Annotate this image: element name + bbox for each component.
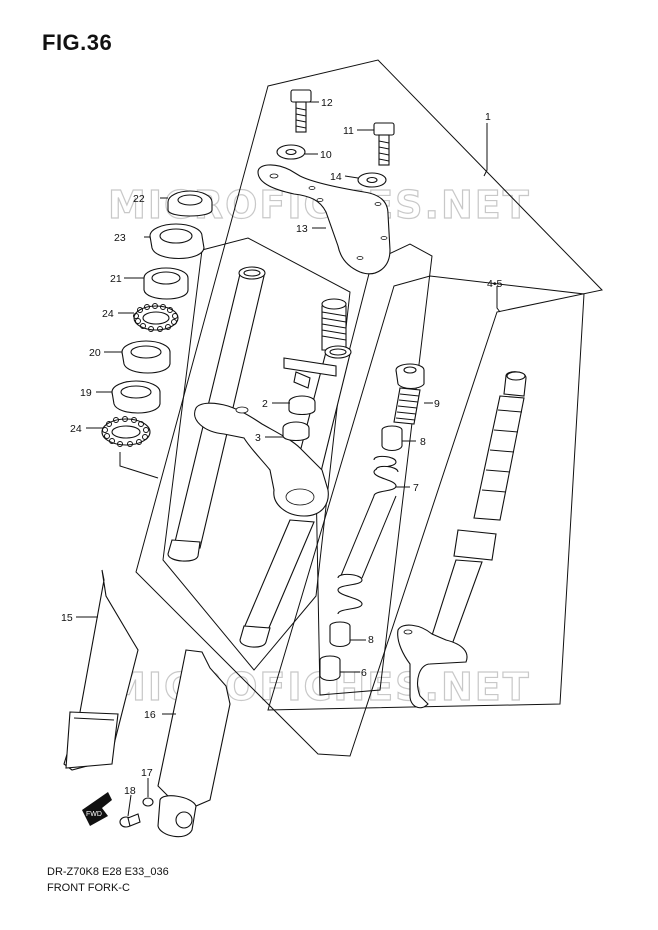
callout-1: 1 <box>485 111 491 123</box>
fwd-arrow-icon: FWD <box>82 792 112 826</box>
callout-8-lower: 8 <box>368 634 374 646</box>
race-21 <box>143 267 189 300</box>
callout-8-upper: 8 <box>420 436 426 448</box>
ball-bearing-24-top <box>133 303 179 332</box>
seal-3 <box>282 421 310 442</box>
cartridge-assembly-4-5 <box>397 371 527 709</box>
model-code: DR-Z70K8 E28 E33_036 <box>47 866 169 878</box>
callout-13: 13 <box>296 223 308 235</box>
damper-rod-9 <box>393 363 425 425</box>
callout-4-5: 4•5 <box>487 278 503 290</box>
callout-15: 15 <box>61 612 73 624</box>
bolt-11 <box>373 122 395 166</box>
callout-22: 22 <box>133 193 145 205</box>
inner-tube-lower <box>239 519 315 648</box>
callout-11: 11 <box>343 125 354 137</box>
callout-16: 16 <box>144 709 156 721</box>
washer-10 <box>276 144 306 160</box>
screw-18 <box>119 813 141 828</box>
callout-7: 7 <box>413 482 419 494</box>
piece-6 <box>319 655 341 682</box>
section-name: FRONT FORK-C <box>47 882 130 894</box>
callout-6: 6 <box>361 667 367 679</box>
callout-17: 17 <box>141 767 153 779</box>
washer-17 <box>142 797 154 807</box>
callout-20: 20 <box>89 347 101 359</box>
fork-guard-15 <box>63 569 139 771</box>
cartridge-frame <box>267 275 585 711</box>
race-20 <box>121 340 171 374</box>
spring-7 <box>337 455 399 615</box>
bracket-13 <box>257 164 391 275</box>
callout-2: 2 <box>262 398 268 410</box>
stem-bracket <box>283 357 337 389</box>
figure-title: FIG.36 <box>42 30 113 55</box>
bushing-8-lower <box>329 621 351 648</box>
assembly-frame-outer <box>135 59 603 757</box>
seal-2 <box>288 395 316 416</box>
race-23 <box>149 223 205 259</box>
nut-22 <box>167 190 213 217</box>
fork-guard-16 <box>157 649 231 838</box>
callout-21: 21 <box>110 273 122 285</box>
callout-18: 18 <box>124 785 136 797</box>
callout-12: 12 <box>321 97 333 109</box>
bolt-12 <box>290 89 312 133</box>
washer-14 <box>357 172 387 188</box>
race-19 <box>111 380 161 414</box>
fork-tube-frame <box>162 237 351 671</box>
bearing-bracket-line <box>119 452 159 479</box>
callout-9: 9 <box>434 398 440 410</box>
callout-24-bottom: 24 <box>70 423 82 435</box>
leader-lines <box>76 101 501 817</box>
lower-triple-clamp <box>194 402 329 517</box>
callout-10: 10 <box>320 149 332 161</box>
bushing-8-upper <box>381 425 403 452</box>
callout-23: 23 <box>114 232 126 244</box>
callout-19: 19 <box>80 387 92 399</box>
callout-3: 3 <box>255 432 261 444</box>
ball-bearing-24-bottom <box>101 416 151 447</box>
callout-14: 14 <box>330 171 342 183</box>
fwd-label: FWD <box>86 811 102 818</box>
callout-24-top: 24 <box>102 308 114 320</box>
